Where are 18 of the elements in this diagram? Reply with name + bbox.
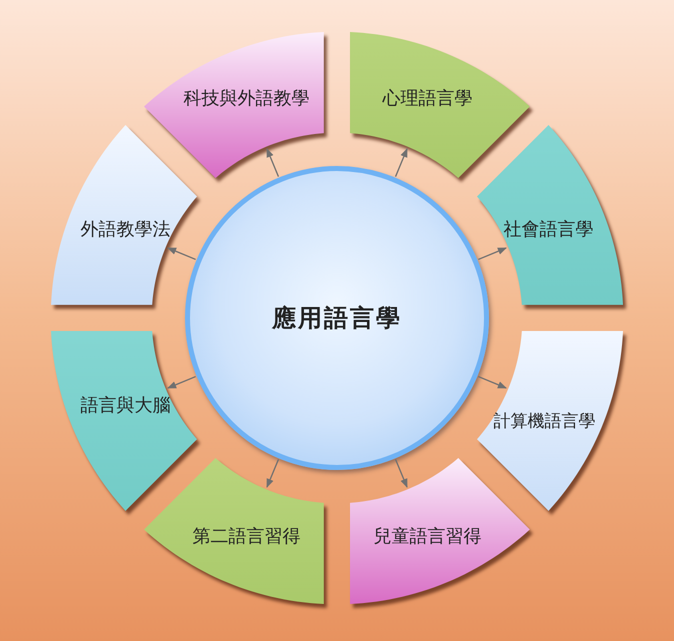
arrow [167, 376, 196, 389]
arrow [394, 148, 408, 177]
arrow [266, 148, 280, 177]
arrow [167, 247, 196, 260]
center-label: 應用語言學 [272, 304, 402, 332]
segment-label: 外語教學法 [80, 220, 170, 240]
segment-label: 兒童語言習得 [374, 527, 482, 547]
segment-label: 第二語言習得 [192, 527, 300, 547]
arrow [478, 247, 507, 260]
segment-label: 科技與外語教學 [183, 89, 310, 109]
segment-label: 社會語言學 [504, 220, 594, 240]
segment-label: 計算機語言學 [494, 412, 596, 431]
arrow [266, 459, 280, 488]
arrow [478, 376, 507, 389]
segment-label: 心理語言學 [382, 89, 473, 109]
center-circle [185, 166, 489, 470]
segment-label: 語言與大腦 [80, 396, 170, 416]
arrow [394, 459, 408, 488]
